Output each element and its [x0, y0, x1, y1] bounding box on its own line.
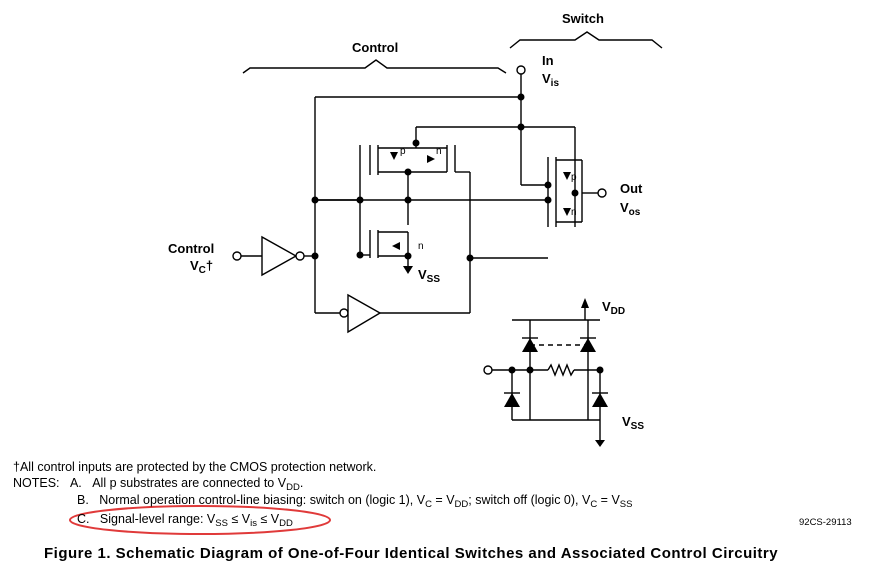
p1-label: p [400, 146, 406, 157]
vss-label-1: VSS [418, 267, 441, 285]
n1-label: n [436, 146, 442, 157]
in-terminal [516, 65, 526, 75]
note-b: B. Normal operation control-line biasing… [77, 493, 633, 510]
protection-network [492, 303, 603, 440]
switch-label: Switch [562, 11, 604, 26]
diode-4 [592, 393, 608, 407]
p-switch-label: p [571, 172, 577, 183]
figure-title: Figure 1. Schematic Diagram of One-of-Fo… [44, 545, 779, 562]
note-c: C. Signal-level range: VSS ≤ Vis ≤ VDD [77, 512, 293, 529]
vdd-label: VDD [602, 299, 626, 317]
diode-1 [522, 338, 538, 352]
control-terminal [232, 251, 242, 261]
inverter-2 [347, 293, 382, 334]
vss-label-2: VSS [622, 414, 645, 432]
out-terminal [597, 188, 607, 198]
highlight-ring [69, 505, 331, 535]
diode-2 [580, 338, 596, 352]
switch-brace [509, 31, 663, 49]
in-label: In [542, 53, 554, 68]
switch-transistors [315, 157, 598, 227]
diode-3 [504, 393, 520, 407]
vis-label: Vis [542, 71, 560, 89]
n2-label: n [418, 241, 424, 252]
control-input-label: Control [168, 241, 215, 256]
control-brace [242, 59, 507, 74]
note-a: NOTES: A. All p substrates are connected… [13, 476, 304, 493]
reference-code: 92CS-29113 [799, 517, 852, 528]
control-label: Control [352, 40, 399, 55]
dagger-note: †All control inputs are protected by the… [13, 460, 377, 474]
n-switch-label: n [571, 207, 577, 218]
out-label: Out [620, 181, 643, 196]
vos-label: Vos [620, 200, 641, 218]
vc-label: VC† [190, 258, 214, 276]
inverter-1 [261, 235, 298, 277]
